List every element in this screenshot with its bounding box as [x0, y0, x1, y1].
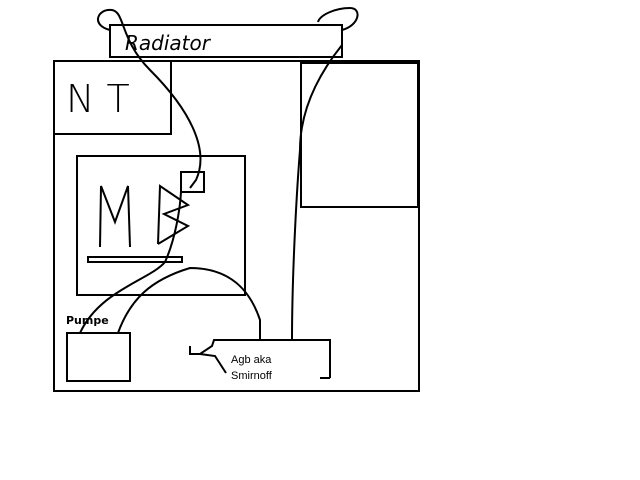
pump	[66, 332, 131, 382]
graphics-card-slot	[87, 256, 183, 263]
radiator-label: Radiator	[125, 31, 212, 55]
tube-radiator-to-cpu	[97, 8, 202, 189]
cpu-block	[180, 171, 205, 193]
pc-case	[53, 60, 420, 392]
reservoir-label-line2: Smirnoff	[231, 370, 273, 382]
drive-bay	[300, 62, 419, 208]
power-supply	[53, 60, 172, 135]
motherboard-label: M B	[0, 0, 2, 1]
radiator	[109, 24, 343, 58]
tube-reservoir-to-pump	[117, 266, 265, 341]
reservoir-label-line1: Agb aka	[231, 354, 272, 366]
tube-radiator-to-reservoir	[291, 6, 359, 341]
motherboard	[76, 155, 246, 296]
tube-cpu-to-pump	[79, 191, 182, 334]
reservoir	[189, 339, 331, 379]
motherboard-m-glyph	[99, 185, 131, 248]
power-supply-label: N T	[66, 77, 130, 121]
motherboard-b-glyph	[157, 184, 191, 245]
